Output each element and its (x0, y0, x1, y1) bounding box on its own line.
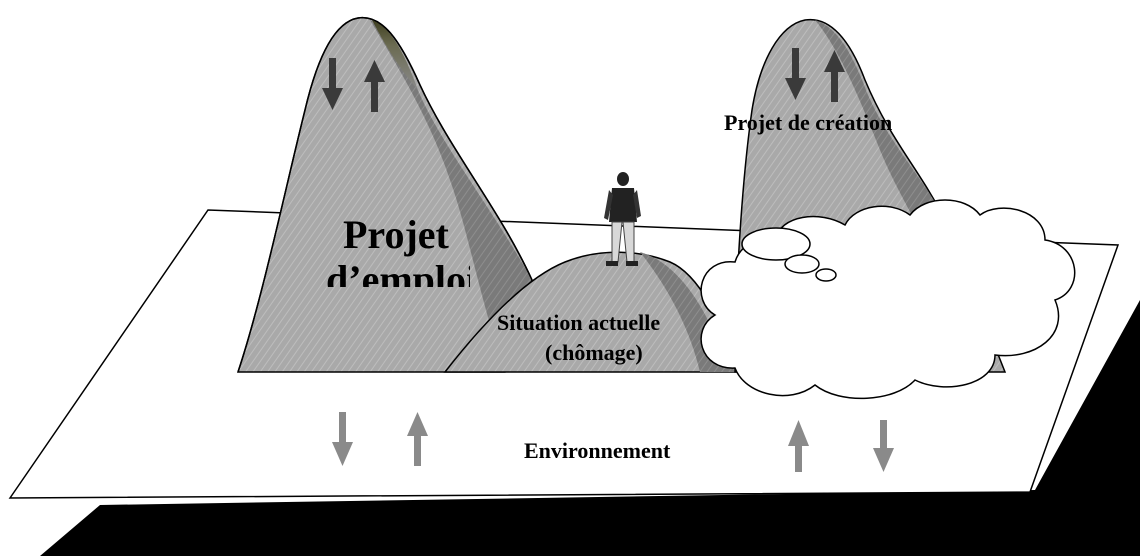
thought-bubble-medium (784, 254, 820, 274)
thought-bubble-large (741, 227, 811, 261)
arrow-down-icon (332, 412, 353, 466)
label-projet-emploi-clip: d’emploi (326, 257, 477, 302)
person-figure (604, 172, 641, 266)
label-situation-line2: (chômage) (545, 340, 643, 365)
arrow-up-icon (364, 60, 385, 112)
arrow-down-icon (322, 58, 343, 110)
mountain-projet-emploi (236, 16, 533, 373)
cloud (700, 199, 1076, 400)
arrow-up-icon (824, 50, 845, 102)
label-projet-emploi-line2: d’emploi (326, 257, 477, 302)
arrow-up-icon (788, 420, 809, 472)
thought-bubble-small (815, 268, 837, 282)
arrow-down-icon (873, 420, 894, 472)
arrow-down-icon (785, 48, 806, 100)
label-situation-line1: Situation actuelle (497, 310, 660, 335)
label-projet-creation: Projet de création (724, 110, 892, 135)
label-environnement: Environnement (524, 438, 671, 463)
plane-shadow (40, 300, 1140, 556)
label-projet-emploi-line1: Projet (343, 212, 450, 257)
arrow-up-icon (407, 412, 428, 466)
